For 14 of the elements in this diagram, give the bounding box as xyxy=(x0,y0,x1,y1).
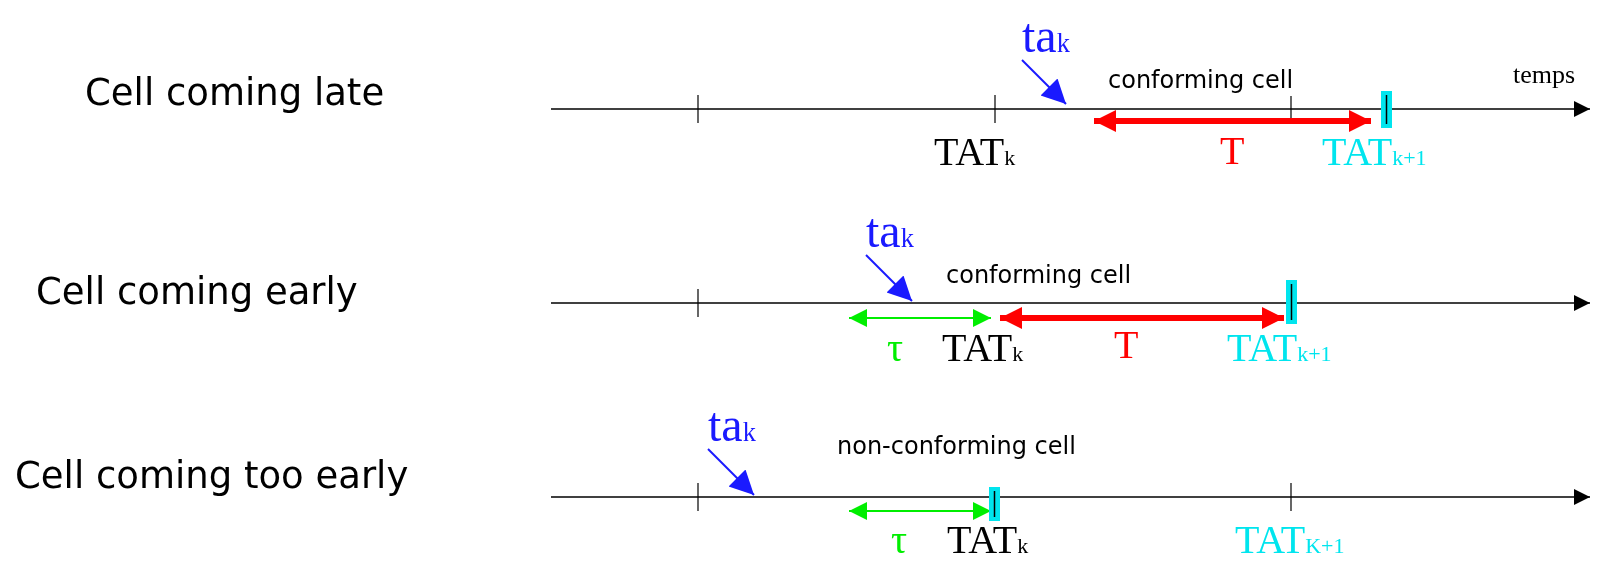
row-label: Cell coming early xyxy=(36,273,358,310)
arrival-arrow xyxy=(1021,59,1067,105)
row-label: Cell coming too early xyxy=(15,457,409,494)
duration-label: T xyxy=(1114,325,1139,365)
axis-label: temps xyxy=(1513,62,1576,88)
cell-status-label: non-conforming cell xyxy=(837,432,1076,462)
tolerance-label: τ xyxy=(891,520,908,560)
arrival-arrow xyxy=(865,254,913,302)
cell-status-label: conforming cell xyxy=(1108,66,1294,96)
tolerance-label: τ xyxy=(887,328,904,368)
row-label: Cell coming late xyxy=(85,74,385,111)
arrival-arrow xyxy=(707,448,755,496)
duration-label: T xyxy=(1220,131,1245,171)
cell-status-label: conforming cell xyxy=(946,261,1132,291)
